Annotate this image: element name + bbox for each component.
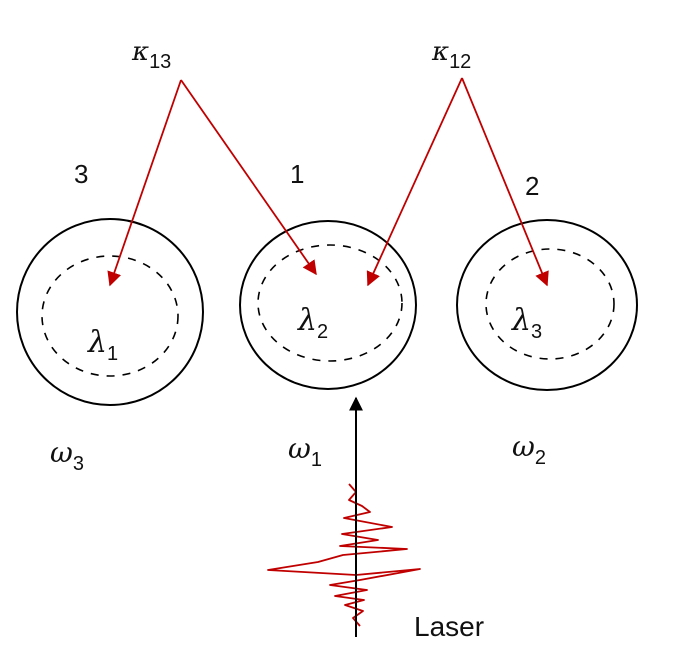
resonator-2-omega: ω2 xyxy=(512,430,546,469)
resonator-2-outer-ring xyxy=(456,219,638,391)
resonator-3-outer-ring xyxy=(16,218,204,406)
resonator-3-inner-mode xyxy=(41,255,179,377)
resonator-2 xyxy=(456,219,638,391)
resonator-3-lambda: λ1 xyxy=(87,325,118,365)
resonator-1 xyxy=(239,220,417,390)
k13-label: κ13 xyxy=(131,37,171,73)
laser-label: Laser xyxy=(414,611,484,642)
resonator-2-lambda: λ3 xyxy=(511,303,542,343)
coupling-k12-arrows xyxy=(366,77,549,287)
resonator-1-lambda: λ2 xyxy=(297,303,328,343)
k12-arrow-to-resonator-1 xyxy=(366,77,463,287)
laser-pulse-waveform xyxy=(267,483,421,627)
k12-arrow-to-resonator-2 xyxy=(461,77,549,287)
resonator-1-inner-mode xyxy=(257,244,403,362)
resonator-3-index: 3 xyxy=(74,159,88,189)
resonator-2-index: 2 xyxy=(525,171,539,201)
k12-label: κ12 xyxy=(431,37,471,73)
resonator-3-omega: ω3 xyxy=(50,436,84,475)
resonator-2-inner-mode xyxy=(485,248,615,360)
resonator-1-outer-ring xyxy=(239,220,417,390)
resonator-1-omega: ω1 xyxy=(288,432,322,471)
k13-arrow-to-resonator-3 xyxy=(107,79,182,287)
coupling-k13-arrows xyxy=(107,79,317,287)
k13-arrow-to-resonator-1 xyxy=(180,79,317,276)
resonator-1-index: 1 xyxy=(290,159,304,189)
resonator-3 xyxy=(16,218,204,406)
